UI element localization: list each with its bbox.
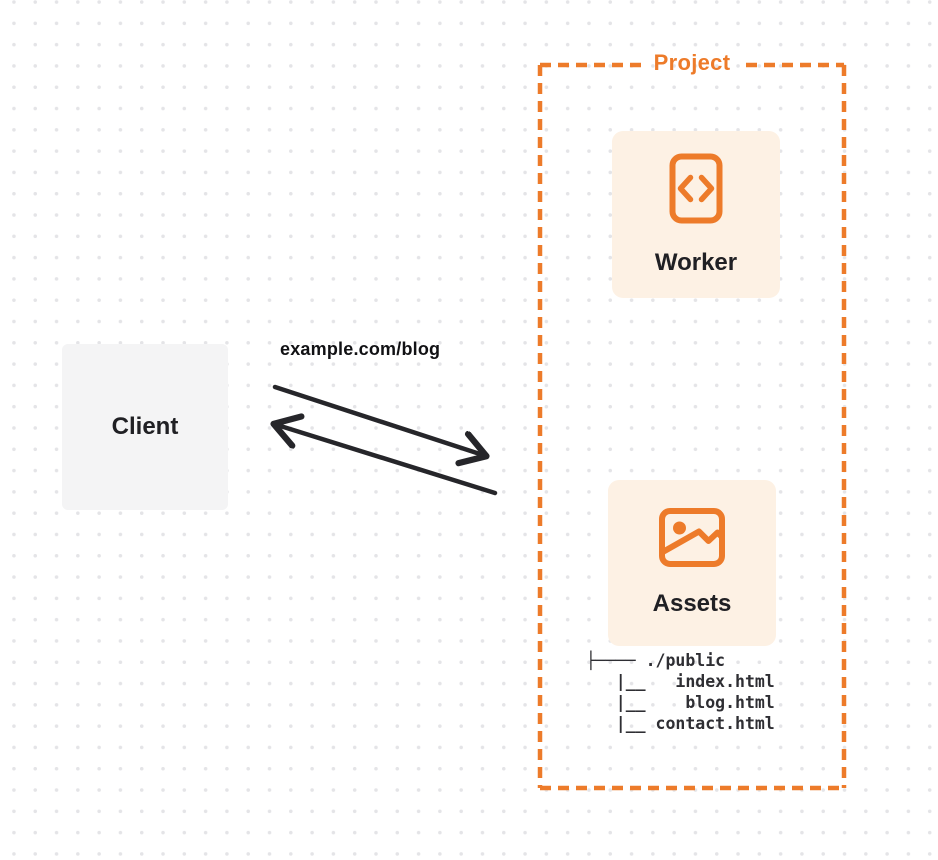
assets-label: Assets (652, 590, 732, 617)
worker-node: Worker (612, 131, 780, 298)
request-response-arrows (272, 384, 498, 496)
client-node: Client (62, 344, 228, 510)
assets-node: Assets (608, 480, 776, 646)
request-url-label: example.com/blog (280, 339, 441, 359)
image-icon (659, 508, 725, 567)
client-label: Client (111, 413, 179, 440)
response-arrow (274, 424, 498, 496)
file-tree-line: |__ contact.html (586, 714, 775, 733)
assets-file-tree: ├──── ./public |__ index.html |__ blog.h… (586, 650, 775, 734)
project-group-label: Project (653, 50, 731, 75)
file-tree-line: |__ blog.html (586, 693, 775, 712)
code-file-icon (669, 153, 723, 223)
request-arrow (272, 384, 486, 456)
file-tree-line: ├──── ./public (586, 651, 726, 670)
file-tree-line: |__ index.html (586, 672, 775, 691)
worker-label: Worker (654, 248, 738, 276)
